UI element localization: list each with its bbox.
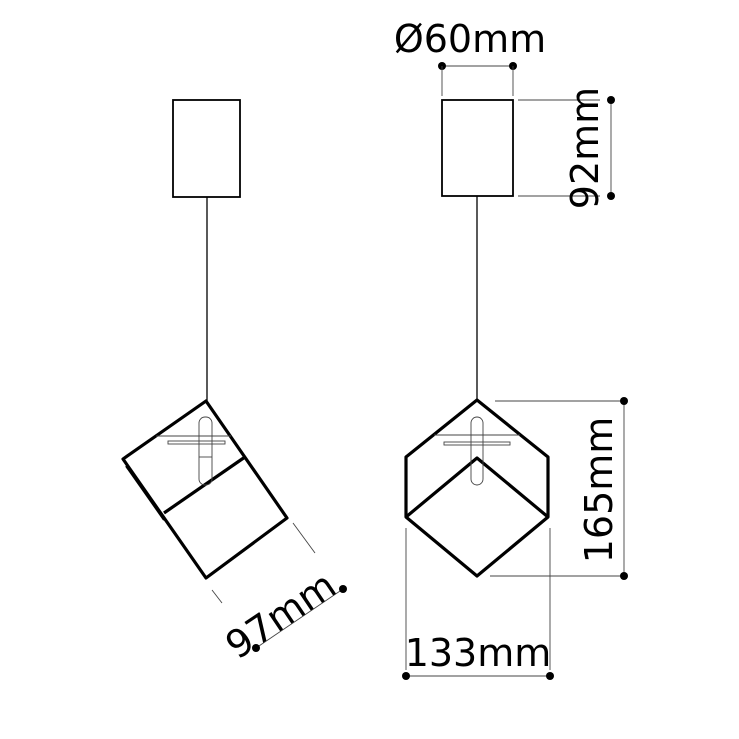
right-shade-outline [404,398,550,578]
dim-dot [402,672,410,680]
left-ext-line-1 [211,589,223,604]
left-canopy [172,99,241,198]
left-ext-line-2 [292,522,316,554]
right-bulb-bar [443,441,511,446]
left-bulb-bar [167,440,226,445]
shade-height-label: 165mm [577,417,621,564]
right-canopy [441,99,514,197]
dim-dot [620,572,628,580]
left-bulb [198,416,213,486]
canopy-height-label: 92mm [563,87,607,209]
dim-dot [607,192,615,200]
right-shade-fold [404,456,550,519]
dim-dot [252,644,260,652]
left-lamp: 97mm [121,99,347,668]
shade-side-dim-line [255,588,344,649]
right-lamp: Ø60mm 92mm 165mm 133mm [394,17,628,680]
dim-dot [546,672,554,680]
dim-dot [339,585,347,593]
left-shade-outline [121,399,289,580]
left-shade-edge-thickness [125,465,165,521]
shade-side-label: 97mm [218,563,344,668]
dim-dot [607,96,615,104]
shade-width-label: 133mm [405,631,552,675]
right-bulb [470,416,484,486]
dim-dot [620,397,628,405]
canopy-diameter-label: Ø60mm [394,17,546,61]
